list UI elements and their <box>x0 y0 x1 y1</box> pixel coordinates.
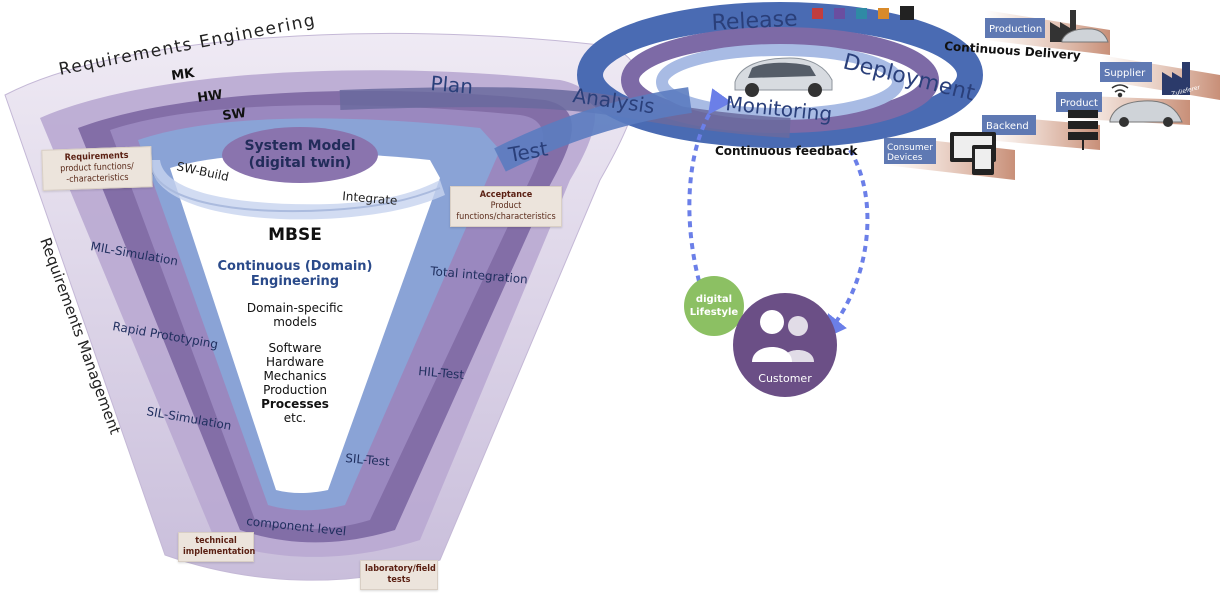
hil-test-label: HIL-Test <box>418 364 465 382</box>
backend-tag <box>982 115 1036 135</box>
plan-label: Plan <box>430 71 474 99</box>
production-car-icon <box>1061 28 1109 43</box>
product-tag <box>1056 92 1102 112</box>
feedback-arc-right <box>822 148 870 340</box>
laboratory-tests-note: laboratory/field tests <box>360 560 438 590</box>
car-icon <box>734 57 833 97</box>
integrate-band <box>150 160 445 220</box>
mk-label: MK <box>170 66 196 84</box>
loop-inner-ring <box>656 44 904 120</box>
digital-lifestyle-circle <box>684 276 744 336</box>
digital-label-2: Lifestyle <box>690 307 739 318</box>
devices-icon <box>950 132 996 175</box>
acceptance-note-title: Acceptance <box>479 190 533 200</box>
tool-icons <box>812 6 914 20</box>
sil-test-label: SIL-Test <box>345 451 391 469</box>
customer-circle <box>733 293 837 397</box>
acceptance-note-body2: functions/characteristics <box>456 212 556 222</box>
requirements-note: Requirements product functions/ -charact… <box>41 146 153 191</box>
feedback-arc-left <box>687 88 732 286</box>
integrate-label: Integrate <box>342 189 398 208</box>
continuous-engineering-1: Continuous (Domain) <box>217 259 373 274</box>
consumer-text-2: Devices <box>887 153 923 163</box>
wifi-icon <box>1111 84 1129 98</box>
production-tag <box>985 18 1045 38</box>
item-etc: etc. <box>283 411 307 425</box>
consumer-tag <box>884 138 936 164</box>
customer-icon <box>752 310 814 362</box>
continuous-feedback-label: Continuous feedback <box>715 144 859 158</box>
mbse-title: MBSE <box>268 225 322 245</box>
server-icon <box>1068 110 1098 150</box>
system-model-line1: System Model <box>244 138 355 154</box>
supplier-factory-icon <box>1162 62 1190 95</box>
sw-label: SW <box>221 106 247 124</box>
production-text: Production <box>989 24 1042 35</box>
item-processes: Processes <box>261 397 329 411</box>
domain-specific-1: Domain-specific <box>246 301 344 315</box>
lab-note-1: laboratory/field <box>365 564 436 574</box>
system-model-ellipse <box>222 127 378 183</box>
backend-text: Backend <box>986 121 1029 132</box>
customer-label: Customer <box>758 372 812 385</box>
tech-note-1: technical <box>195 536 237 546</box>
inner-v <box>170 153 440 493</box>
tech-note-2: implementation <box>183 547 256 557</box>
continuous-engineering-2: Engineering <box>250 274 340 289</box>
product-car-icon <box>1109 100 1183 127</box>
technical-implementation-note: technical implementation <box>178 532 256 562</box>
loop-connector-test <box>494 87 692 172</box>
system-model-line2: (digital twin) <box>249 155 352 171</box>
hw-label: HW <box>196 88 223 106</box>
digital-label-1: digital <box>696 294 732 305</box>
product-text: Product <box>1060 98 1098 109</box>
release-label: Release <box>711 7 798 36</box>
domain-specific-2: models <box>273 315 317 329</box>
supplier-tag <box>1100 62 1152 82</box>
acceptance-note: Acceptance Product functions/characteris… <box>450 186 562 227</box>
supplier-text: Supplier <box>1104 68 1146 79</box>
lab-note-2: tests <box>387 575 411 585</box>
item-mechanics: Mechanics <box>263 369 327 383</box>
item-hardware: Hardware <box>266 355 324 369</box>
acceptance-note-body1: Product <box>490 201 522 211</box>
consumer-text-1: Consumer <box>887 143 933 153</box>
item-production: Production <box>263 383 327 397</box>
item-software: Software <box>268 341 322 355</box>
center-text-block: MBSE Continuous (Domain) Engineering Dom… <box>200 225 390 425</box>
requirements-note-body2: -characteristics <box>66 172 129 186</box>
